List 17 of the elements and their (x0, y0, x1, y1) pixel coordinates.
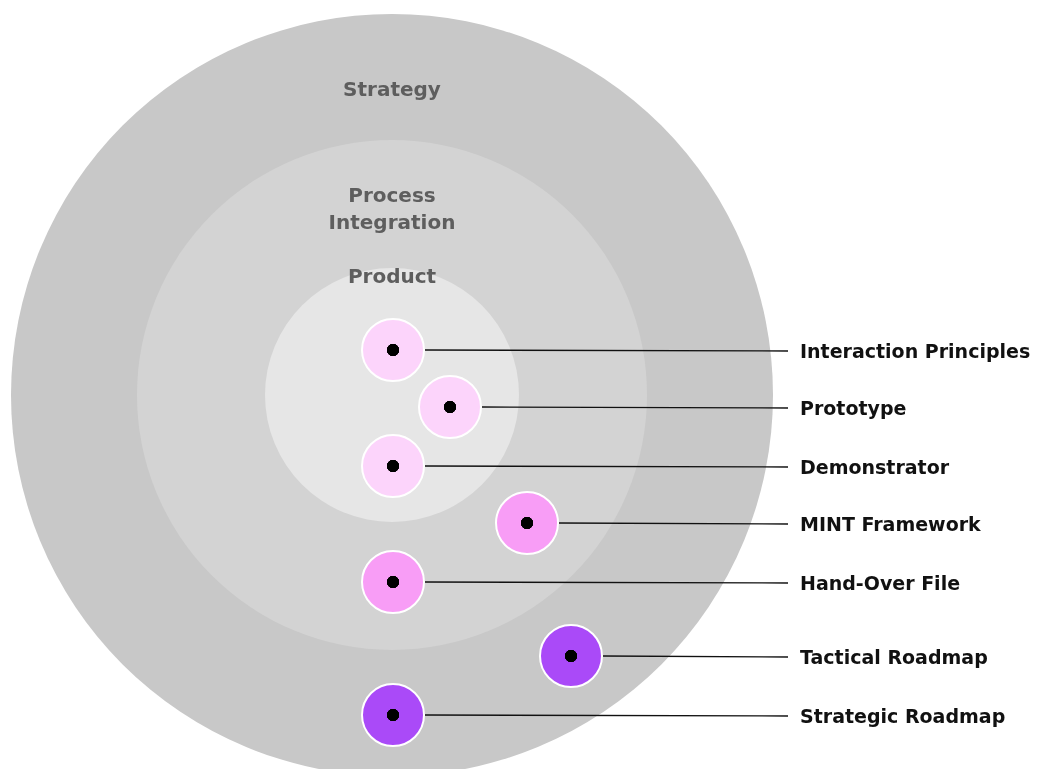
callout-label: Tactical Roadmap (800, 645, 988, 669)
leader-line (424, 581, 789, 584)
callout-label: Hand-Over File (800, 571, 961, 595)
leader-line (602, 655, 789, 658)
leader-line (424, 714, 789, 717)
zone-title: Product (347, 263, 437, 290)
callout-label: MINT Framework (800, 512, 981, 536)
callout-label: Strategic Roadmap (800, 704, 1006, 728)
leader-line (424, 349, 789, 352)
leader-line (481, 406, 789, 409)
zone-title: Process Integration (327, 182, 457, 236)
leader-line (424, 465, 789, 468)
leader-line (558, 522, 789, 525)
callout-label: Prototype (800, 396, 907, 420)
callout-label: Demonstrator (800, 455, 950, 479)
callout-label: Interaction Principles (800, 339, 1031, 363)
zone-title: Strategy (343, 76, 441, 103)
